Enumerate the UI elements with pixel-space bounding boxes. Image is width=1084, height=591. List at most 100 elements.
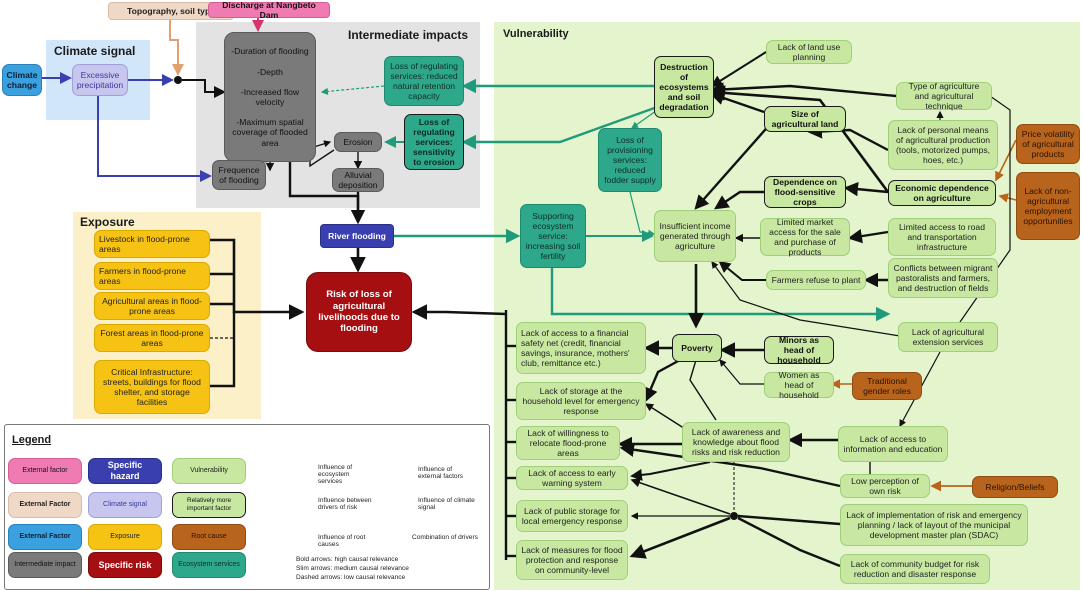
arrow-crops-income [714,190,764,210]
arrow-road-market [847,229,889,244]
vul-insufficient-income: Insufficient income generated through ag… [654,210,736,262]
vul-access-information: Lack of access to information and educat… [838,426,948,462]
vul-limited-road: Limited access to road and transportatio… [888,218,996,256]
legend-external-factor-pink: External factor [8,458,82,484]
combination-dot [174,76,182,84]
arrow-refuse-income [718,260,766,281]
root-religion: Religion/Beliefs [972,476,1058,498]
legend-influence-root: Influence of root causes [318,534,366,548]
intermediate-impacts-title: Intermediate impacts [348,28,469,42]
vul-dependence-crops: Dependence on flood-sensitive crops [764,176,846,208]
legend-influence-climate: Influence of climate signal [418,497,475,511]
legend-influence-drivers: Influence between drivers of risk [318,497,372,511]
loss-regulating-retention-box: Loss of regulating services: reduced nat… [384,56,464,106]
legend-external-factor-beige: External Factor [8,492,82,518]
arrow-combine-measures [629,516,731,559]
exposure-agricultural-areas: Agricultural areas in flood-prone areas [94,292,210,320]
root-gender-roles: Traditional gender roles [852,372,922,400]
climate-change-box: Climate change [2,64,42,96]
arrow-flood-erosion [309,149,335,168]
specific-risk-box: Risk of loss of agricultural livelihoods… [306,272,412,352]
vul-women-head: Women as head of household [764,370,834,400]
arrow-size-income [694,121,773,210]
legend-exposure: Exposure [88,524,162,550]
legend-influence-ecosystem: Influence of ecosystem services [318,464,353,485]
arrow-combine-to-flood [182,79,226,98]
legend-note-slim: Slim arrows: medium causal relevance [296,565,409,572]
arrow-size-destruction [709,91,765,114]
legend-climate-signal: Climate signal [88,492,162,518]
arrow-economic-destruction [709,85,890,193]
vul-size-agricultural-land: Size of agricultural land [764,106,846,132]
excessive-precipitation-box: Excessive precipitation [72,64,128,96]
legend-vulnerability: Vulnerability [172,458,246,484]
arrow-price-economic [995,139,1017,182]
topography-box: Topography, soil type [108,2,234,20]
exposure-title: Exposure [80,215,135,229]
loss-provisioning-box: Loss of provisioning services: reduced f… [598,128,662,192]
vul-destruction-ecosystems: Destruction of ecosystems and soil degra… [654,56,714,118]
supporting-service-box: Supporting ecosystem service: increasing… [520,204,586,268]
arrow-supporting-conflicts [550,266,891,322]
arrow-vulnerability-risk [411,304,507,320]
vul-extension-services: Lack of agricultural extension services [898,322,998,352]
exposure-livestock: Livestock in flood-prone areas [94,230,210,258]
exposure-infrastructure: Critical Infrastructure: streets, buildi… [94,360,210,414]
legend-intermediate-impact: Intermediate impact [8,552,82,578]
legend-specific-hazard: Specific hazard [88,458,162,484]
arrow-exposure-risk [210,238,305,320]
legend-external-factor-blue: External Factor [8,524,82,550]
arrow-precip-to-frequence [97,96,212,182]
vul-minors-head: Minors as head of household [764,335,834,365]
legend-title: Legend [12,434,52,446]
legend-more-important: Relatively more important factor [172,492,246,518]
vul-conflicts: Conflicts between migrant pastoralists a… [888,258,998,298]
combination-dot-bottom [730,512,738,520]
arrow-implement-combine [737,514,841,526]
legend-ecosystem-services: Ecosystem services [172,552,246,578]
vul-implementation-planning: Lack of implementation of risk and emerg… [840,504,1028,546]
vul-personal-means: Lack of personal means of agricultural p… [888,120,998,170]
arrow-type-destruction [709,82,897,98]
vul-limited-market: Limited market access for the sale and p… [760,217,850,257]
vul-awareness: Lack of awareness and knowledge about fl… [682,422,790,462]
flood-characteristics-box: -Duration of flooding -Depth -Increased … [224,32,316,162]
climate-signal-title: Climate signal [54,44,136,58]
frequence-of-flooding-box: Frequence of flooding [212,160,266,190]
vul-farmers-refuse: Farmers refuse to plant [766,270,866,290]
arrow-combine-early [630,478,731,515]
root-price-volatility: Price volatility of agricultural product… [1016,124,1080,164]
arrow-poverty-storage [644,358,681,403]
vulnerability-title: Vulnerability [503,28,569,40]
arrow-perception-willing [619,442,841,488]
arrow-extension-income [711,261,901,337]
arrow-women-poverty [719,359,764,385]
vul-safety-net: Lack of access to a financial safety net… [516,322,646,374]
arrow-landuse-destruction [710,51,767,88]
vul-land-use-planning: Lack of land use planning [766,40,852,64]
arrow-provisioning-income [629,191,656,237]
arrow-nonagri-economic [998,193,1017,203]
legend-panel [4,424,490,590]
loss-regulating-erosion-box: Loss of regulating services: sensitivity… [404,114,464,170]
arrow-awareness-early [630,461,711,481]
legend-specific-risk: Specific risk [88,552,162,578]
vul-willingness-relocate: Lack of willingness to relocate flood-pr… [516,426,620,460]
legend-combination: Combination of drivers [412,534,478,541]
vul-community-budget: Lack of community budget for risk reduct… [840,554,990,584]
vul-type-agriculture: Type of agriculture and agricultural tec… [896,81,992,111]
vul-economic-dependence: Economic dependence on agriculture [888,180,996,206]
legend-influence-external: Influence of external factors [418,466,464,480]
arrow-topography [169,20,184,76]
river-flooding-box: River flooding [320,224,394,248]
legend-note-bold: Bold arrows: high causal relevance [296,556,399,563]
legend-root-cause: Root cause [172,524,246,550]
arrow-destruction-loss-erosion [461,104,661,150]
vul-public-storage: Lack of public storage for local emergen… [516,500,628,532]
arrow-retention-flood [320,85,385,96]
legend-note-dashed: Dashed arrows: low causal relevance [296,574,406,581]
exposure-forest-areas: Forest areas in flood-prone areas [94,324,210,352]
exposure-farmers: Farmers in flood-prone areas [94,262,210,290]
vul-storage-household: Lack of storage at the household level f… [516,382,646,420]
